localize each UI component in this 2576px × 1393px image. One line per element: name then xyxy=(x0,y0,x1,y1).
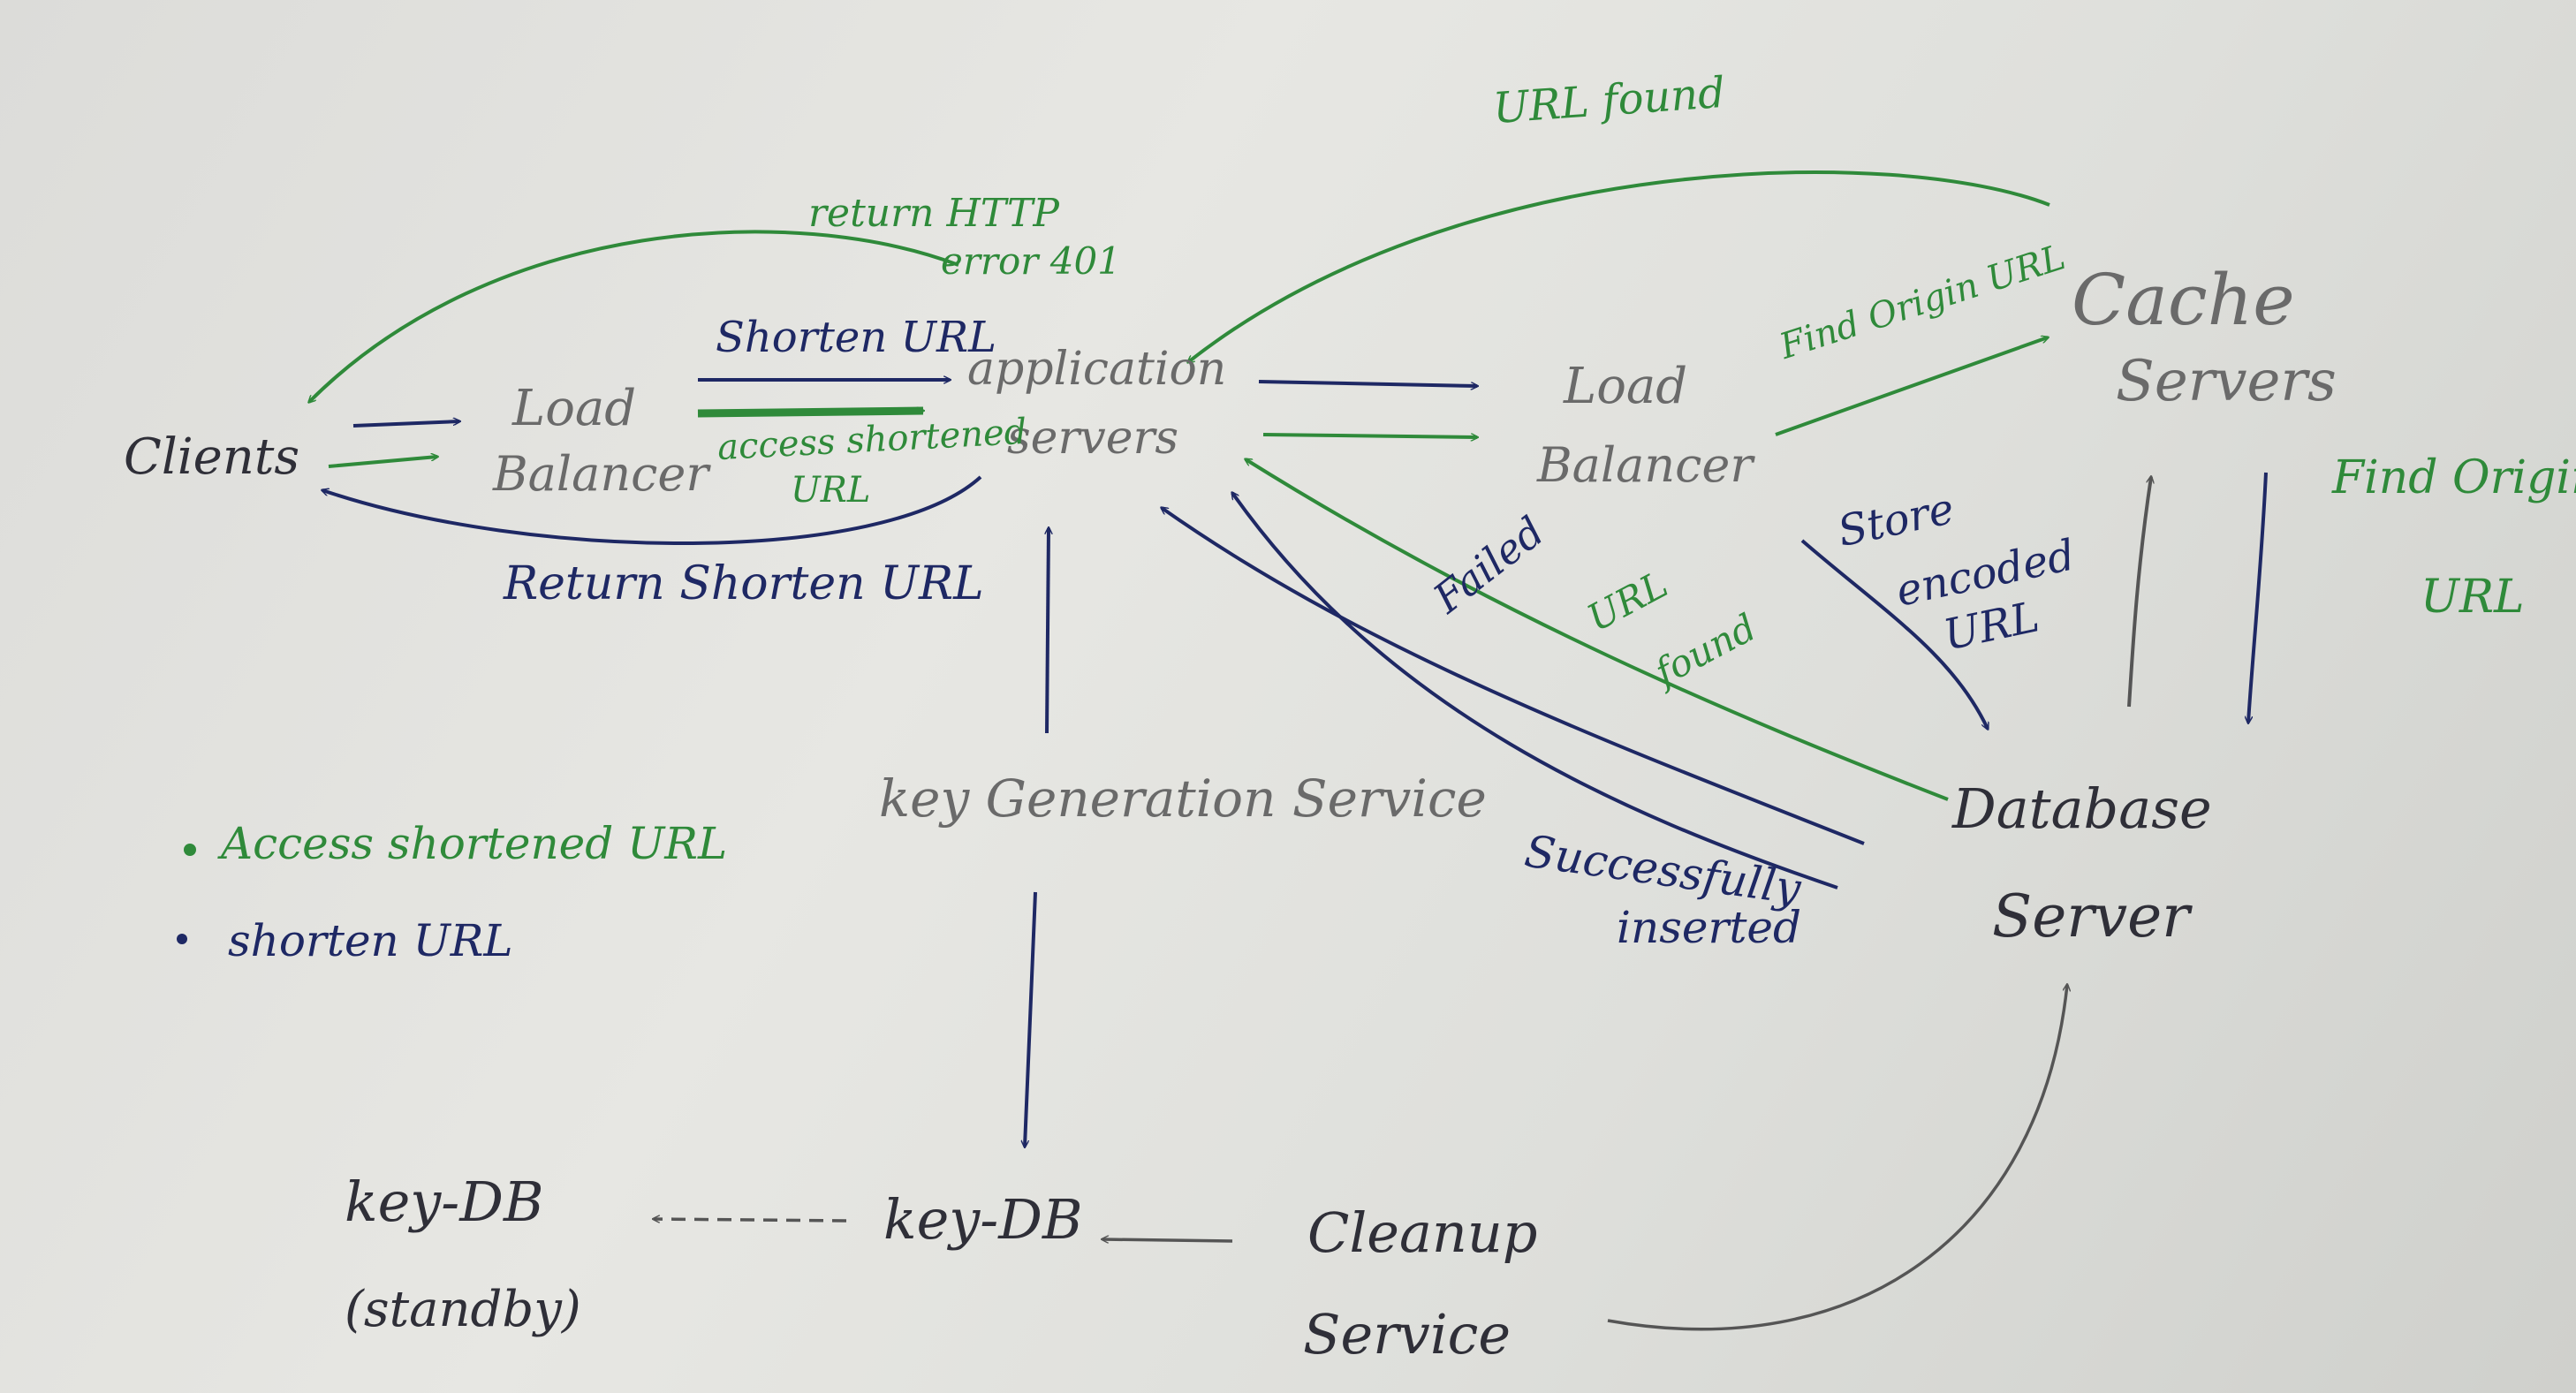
node-load-balancer-left-line2: Balancer xyxy=(493,446,709,502)
edge-cache-url-found xyxy=(1188,170,2050,362)
node-key-db-standby-line1: key-DB xyxy=(345,1170,544,1234)
edge-lb-to-db-store xyxy=(1800,539,1989,729)
node-load-balancer-right-line1: Load xyxy=(1564,358,1688,415)
edge-cleanup-to-keydb xyxy=(1102,1239,1233,1241)
edge-clients-to-lb-green xyxy=(328,457,437,468)
label-successfully-inserted-line2: inserted xyxy=(1617,902,1802,953)
node-cache-servers-line1: Cache xyxy=(2072,259,2295,341)
node-clients: Clients xyxy=(124,428,300,486)
edge-keydb-to-standby xyxy=(654,1219,847,1221)
edge-db-failed xyxy=(1162,508,1865,845)
legend-shorten-url: shorten URL xyxy=(228,915,513,966)
legend-navy-bullet xyxy=(177,934,187,944)
edge-lb-to-cache-find-origin xyxy=(1775,337,2048,436)
label-shorten-url: Shorten URL xyxy=(716,313,996,362)
edge-lb-to-app-access xyxy=(697,411,923,418)
label-access-shortened-url-line2: URL xyxy=(791,470,871,511)
edge-db-success xyxy=(1232,493,1838,890)
edge-app-to-lb-right-green xyxy=(1262,433,1477,437)
edge-kgs-to-keydb xyxy=(1025,891,1037,1147)
node-key-db-standby-line2: (standby) xyxy=(345,1281,581,1338)
node-load-balancer-left-line1: Load xyxy=(512,380,637,437)
label-find-origin-url-cache-line2: URL xyxy=(2421,571,2525,624)
node-database-server-line2: Server xyxy=(1992,882,2190,950)
edge-cleanup-to-db xyxy=(1607,985,2067,1331)
edge-kgs-to-app xyxy=(1047,528,1049,734)
label-return-http-error-line1: return HTTP xyxy=(808,191,1059,236)
legend-green-bullet xyxy=(184,844,196,856)
legend-access-shortened-url: Access shortened URL xyxy=(221,818,728,869)
edge-return-shorten-url xyxy=(322,475,982,546)
node-application-servers-line1: application xyxy=(967,343,1227,396)
node-key-generation-service: key Generation Service xyxy=(879,768,1487,829)
edge-db-url-found xyxy=(1246,459,1949,801)
edge-return-http-error xyxy=(309,230,959,402)
node-application-servers-line2: servers xyxy=(1007,412,1179,465)
node-key-db: key-DB xyxy=(883,1187,1083,1252)
label-return-http-error-line2: error 401 xyxy=(941,239,1121,283)
node-load-balancer-right-line2: Balancer xyxy=(1537,437,1754,493)
node-cleanup-service-line2: Service xyxy=(1303,1302,1512,1367)
edge-clients-to-lb-navy xyxy=(352,421,459,428)
label-return-shorten-url: Return Shorten URL xyxy=(504,557,984,610)
node-database-server-line1: Database xyxy=(1952,776,2212,841)
edge-cache-to-db-find-origin xyxy=(2248,472,2268,723)
node-cache-servers-line2: Servers xyxy=(2116,349,2337,414)
label-find-origin-url-cache-line1: Find Origin xyxy=(2332,451,2576,504)
edge-db-to-cache xyxy=(2127,477,2151,708)
edge-app-to-lb-right-navy xyxy=(1258,380,1477,386)
node-cleanup-service-line1: Cleanup xyxy=(1307,1200,1538,1265)
